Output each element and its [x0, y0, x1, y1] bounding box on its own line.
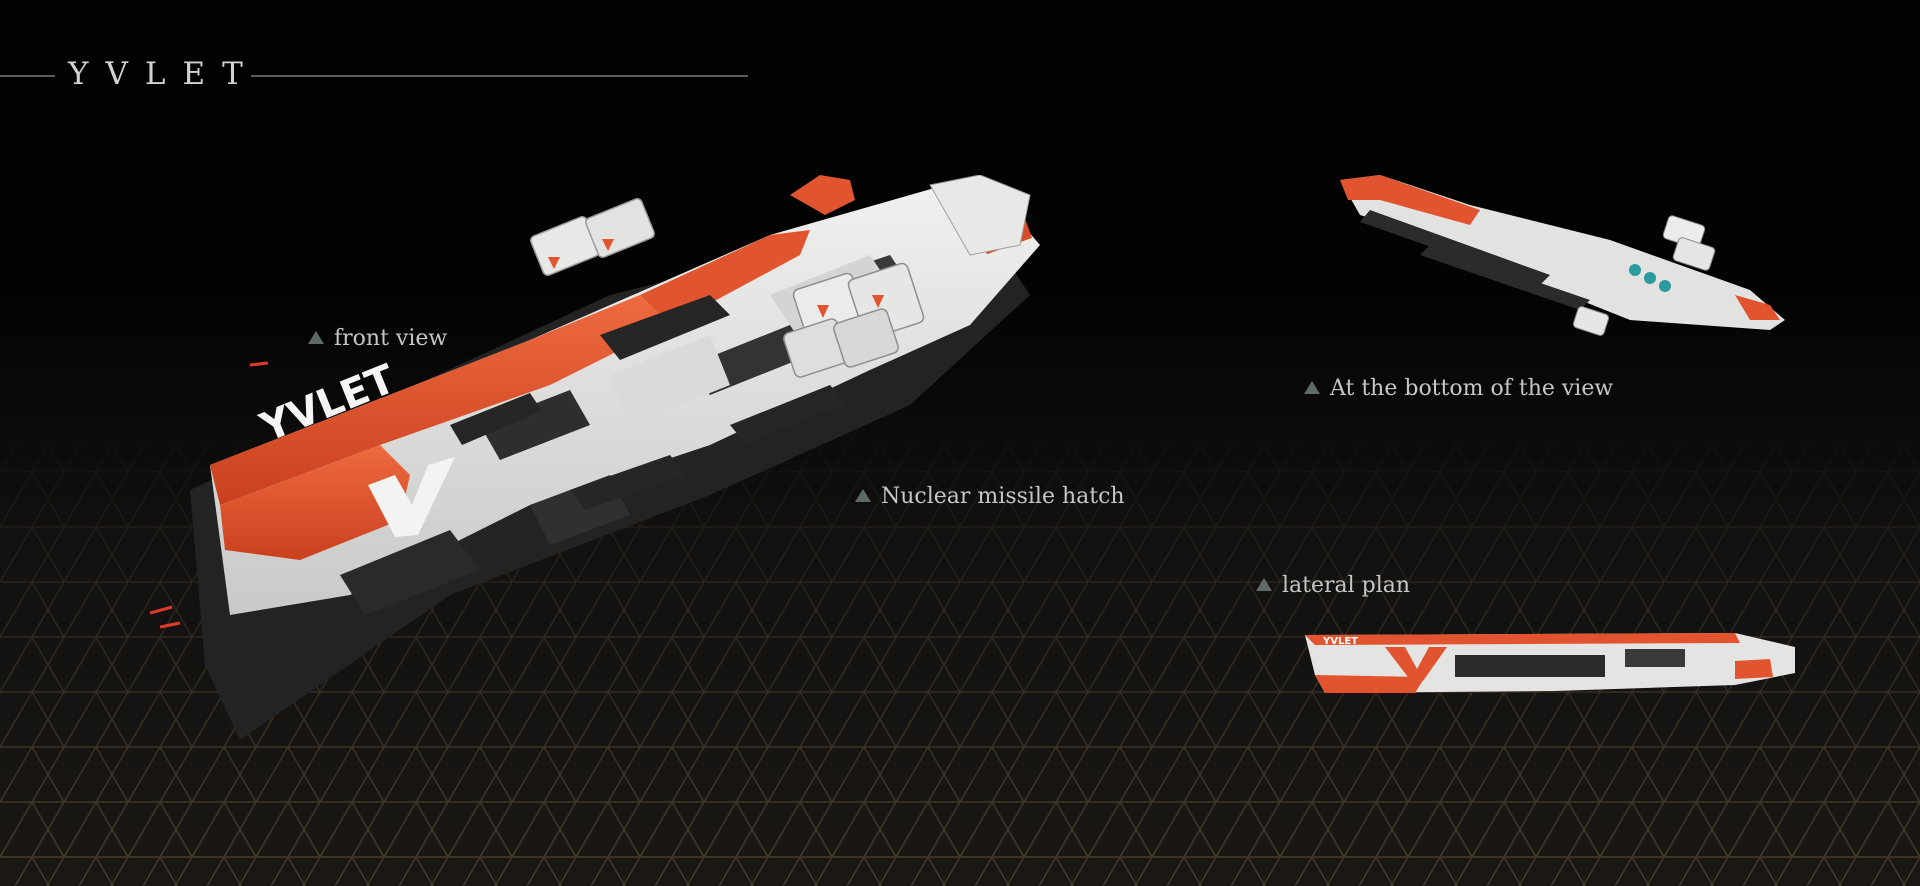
label-front-view: front view	[308, 325, 447, 353]
title-block: YVLET	[0, 50, 760, 102]
triangle-marker-icon	[1304, 381, 1320, 394]
ship-lateral-plan: YVLET	[1305, 633, 1795, 693]
label-text: lateral plan	[1282, 573, 1411, 598]
label-text: Nuclear missile hatch	[881, 484, 1125, 509]
ship-bottom-view	[1340, 175, 1785, 336]
label-missile-hatch: Nuclear missile hatch	[855, 483, 1125, 511]
label-text: front view	[334, 326, 448, 351]
title-rule-right	[251, 75, 748, 77]
page-title: YVLET	[68, 56, 260, 92]
title-rule-left	[0, 75, 55, 77]
label-text: At the bottom of the view	[1330, 376, 1614, 401]
triangle-marker-icon	[855, 489, 871, 502]
label-lateral-plan: lateral plan	[1256, 572, 1410, 600]
main-ship-front-view: YVLET	[150, 175, 1040, 740]
lateral-logo-text: YVLET	[1322, 636, 1358, 647]
triangle-marker-icon	[1256, 578, 1272, 591]
triangle-marker-icon	[308, 331, 324, 344]
label-bottom-view: At the bottom of the view	[1304, 375, 1613, 403]
